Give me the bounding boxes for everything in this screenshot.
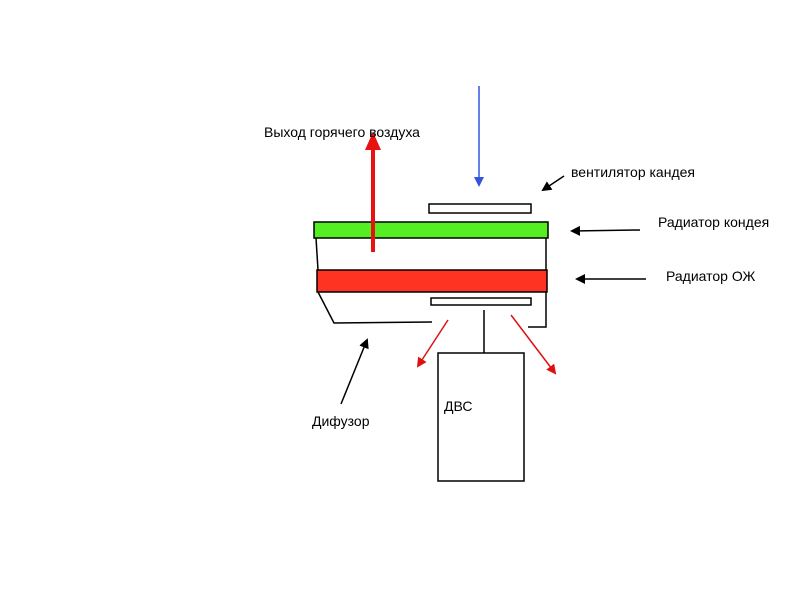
engine-block bbox=[437, 352, 525, 482]
fan-pointer-arrow bbox=[541, 175, 565, 192]
condenser-radiator-label: Радиатор кондея bbox=[658, 214, 769, 230]
left-wall-upper bbox=[315, 237, 319, 271]
condenser-fan-label: вентилятор кандея bbox=[571, 164, 695, 180]
diffuser-pointer-arrow bbox=[340, 338, 369, 405]
diffuser-right bbox=[528, 292, 547, 328]
condenser-radiator bbox=[313, 221, 549, 239]
coolant-radiator bbox=[316, 269, 548, 293]
condenser-fan-blade bbox=[428, 203, 532, 214]
airflow-left-arrow bbox=[416, 319, 449, 368]
airflow-right-arrow bbox=[510, 314, 557, 375]
coolant-radiator-label: Радиатор ОЖ bbox=[666, 268, 755, 284]
diffuser-label: Дифузор bbox=[312, 413, 370, 429]
engine-label: ДВС bbox=[444, 398, 472, 414]
diffuser-left bbox=[317, 291, 433, 324]
condenser-pointer-arrow bbox=[570, 225, 641, 236]
lower-fan-blade bbox=[430, 297, 532, 306]
hot-air-out-label: Выход горячего воздуха bbox=[264, 124, 420, 140]
